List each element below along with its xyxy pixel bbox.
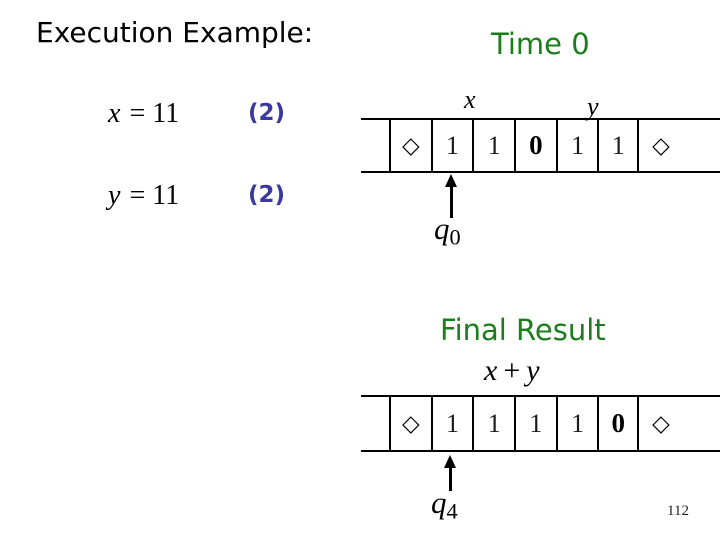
equation-x-value: 11 <box>152 98 180 129</box>
tape2-open-right: ◇ <box>639 397 720 450</box>
state-index: 0 <box>449 224 461 250</box>
tape2-cell-6-symbol: ◇ <box>652 411 670 436</box>
equation-y-variable: y <box>108 180 121 211</box>
tape2-cell-0-symbol: ◇ <box>401 411 420 436</box>
tape1-block-label-x: x <box>464 85 476 114</box>
equation-y-value: 11 <box>152 180 180 211</box>
final-result-heading: Final Result <box>440 313 606 347</box>
equation-y: y =11 (2) <box>108 180 285 212</box>
head-arrow-icon <box>445 174 457 187</box>
equation-x-relation: = <box>129 98 146 129</box>
equation-x-variable: x <box>108 98 121 129</box>
label-var1: x <box>484 354 498 387</box>
tape1-cell-1-symbol: 1 <box>446 130 460 160</box>
tape2-cell-2-symbol: 1 <box>487 408 501 438</box>
equation-x: x =11 (2) <box>108 98 285 130</box>
tape1-cell-6-symbol: ◇ <box>652 133 670 158</box>
state-letter: q <box>434 211 450 246</box>
tape2-open-left <box>361 397 389 450</box>
tape2-cell-1: 1 <box>430 397 473 450</box>
tape2-block-label-x-plus-y: x+y <box>484 354 540 388</box>
tape2-cell-4-symbol: 1 <box>571 408 585 438</box>
label-var2: y <box>526 354 540 387</box>
tape1-open-left <box>361 120 389 171</box>
tape1-cell-4: 1 <box>555 120 598 171</box>
page-number: 112 <box>667 503 689 519</box>
tape1-cell-2-symbol: 1 <box>487 130 501 160</box>
slide-title: Execution Example: <box>36 16 314 49</box>
equation-y-relation: = <box>129 180 146 211</box>
tape1-cell-1: 1 <box>430 120 473 171</box>
head-arrow-shaft <box>450 184 453 218</box>
tape2-cell-5-symbol: 0 <box>611 408 626 438</box>
tape-final-result: ◇ 1 1 1 1 0 ◇ <box>361 395 720 452</box>
state-index: 4 <box>446 498 458 524</box>
tape1-block-label-y: y <box>587 92 599 121</box>
time-heading: Time 0 <box>491 27 590 61</box>
tape2-cell-4: 1 <box>555 397 598 450</box>
plus-operator: + <box>503 354 521 387</box>
tape2-cell-3-symbol: 1 <box>529 408 543 438</box>
equation-y-step-note: (2) <box>248 182 286 208</box>
tape1-cell-5-symbol: 1 <box>611 130 625 160</box>
tape-time0: ◇ 1 1 0 1 1 ◇ <box>361 118 720 173</box>
tape2-cell-2: 1 <box>472 397 514 450</box>
tape2-cell-3: 1 <box>514 397 556 450</box>
tape1-cell-5: 1 <box>597 120 640 171</box>
tape1-open-right: ◇ <box>639 120 720 171</box>
head-state-q0: q0 <box>434 211 461 251</box>
tape1-cell-2: 1 <box>472 120 514 171</box>
head-arrow-shaft <box>449 465 452 491</box>
head-state-q4: q4 <box>431 485 458 525</box>
tape1-cell-0-symbol: ◇ <box>401 133 420 158</box>
tape2-cell-5: 0 <box>597 397 640 450</box>
head-arrow-icon <box>444 455 456 468</box>
tape2-cell-1-symbol: 1 <box>446 408 460 438</box>
tape1-cell-3: 0 <box>514 120 556 171</box>
tape1-cell-4-symbol: 1 <box>571 130 585 160</box>
tape1-cell-0: ◇ <box>389 120 431 171</box>
tape2-cell-0: ◇ <box>389 397 431 450</box>
tape1-cell-3-symbol: 0 <box>529 130 543 160</box>
equation-x-step-note: (2) <box>248 100 286 126</box>
state-letter: q <box>431 485 447 520</box>
